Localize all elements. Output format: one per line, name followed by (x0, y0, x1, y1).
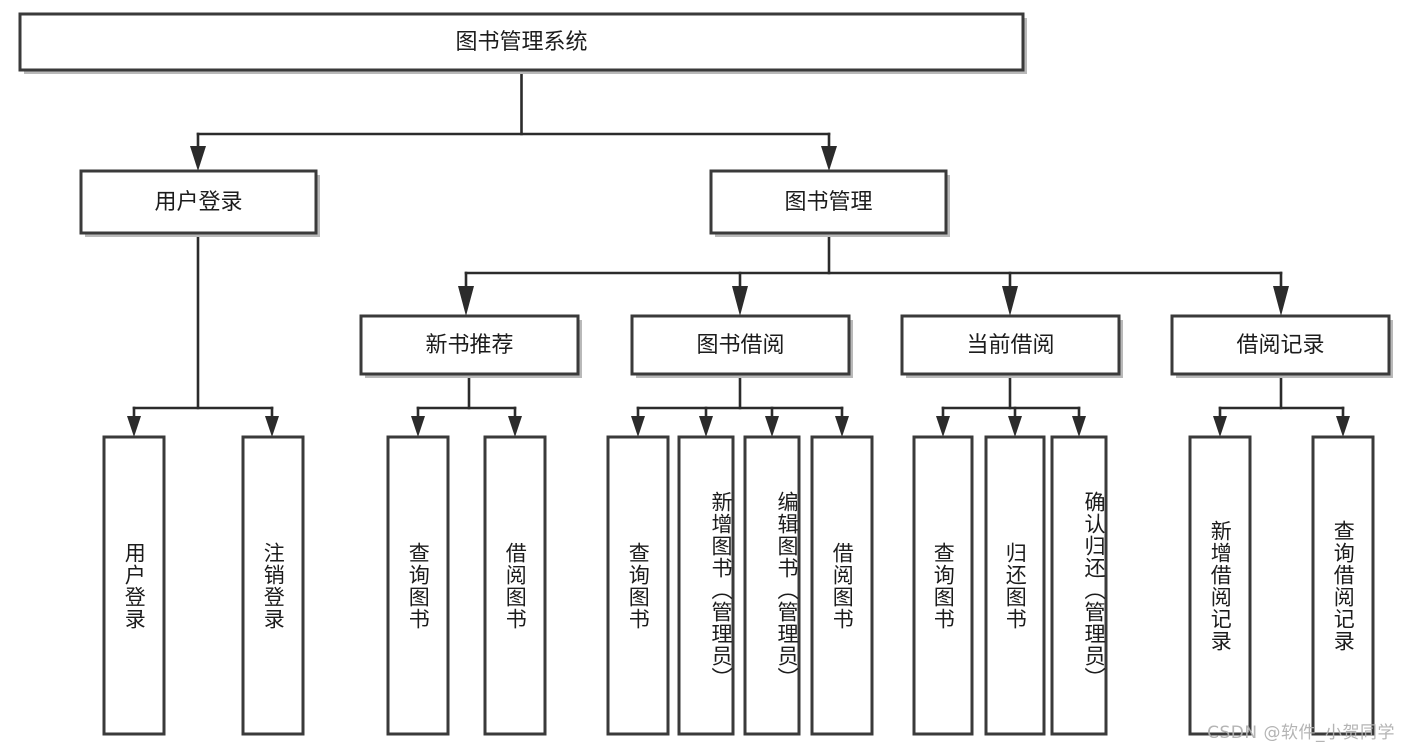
node-book-borrow[interactable]: 图书借阅 (630, 314, 853, 378)
arrow-head-leaf-query-book-recommend (411, 416, 425, 437)
arrow-head-leaf-return-book (1008, 416, 1022, 437)
leaf-rect-query-book-current[interactable] (912, 435, 974, 736)
node-book-management[interactable]: 图书管理 (709, 169, 950, 237)
node-borrow-record-rect (1170, 314, 1391, 376)
leaf-rect-add-borrow-record[interactable] (1188, 435, 1252, 736)
node-user-login[interactable]: 用户登录 (79, 169, 320, 237)
connector-group-current-borrow (936, 372, 1086, 437)
leaf-rect-confirm-return[interactable] (1050, 435, 1108, 736)
node-new-book-recommend[interactable]: 新书推荐 (359, 314, 582, 378)
node-book-borrow-rect (630, 314, 851, 376)
leaf-rect-edit-book[interactable] (743, 435, 801, 736)
arrow-head-leaf-confirm-return (1072, 416, 1086, 437)
node-new-book-recommend-label: 新书推荐 (425, 333, 513, 358)
arrow-head-leaf-borrow-book (835, 416, 849, 437)
leaf-rect-logout-login[interactable] (241, 435, 305, 736)
arrow-head-book-management (821, 146, 837, 171)
node-book-management-label: 图书管理 (784, 190, 872, 215)
connector-group-book-management (458, 231, 1289, 316)
arrow-head-new-book-recommend (458, 286, 474, 316)
leaf-rect-user-login[interactable] (102, 435, 166, 736)
arrow-head-current-borrow (1002, 286, 1018, 316)
node-current-borrow[interactable]: 当前借阅 (900, 314, 1123, 378)
leaf-rect-query-book-recommend[interactable] (386, 435, 450, 736)
node-new-book-recommend-rect (359, 314, 580, 376)
leaf-rect-borrow-book[interactable] (810, 435, 874, 736)
arrow-head-leaf-add-borrow-record (1213, 416, 1227, 437)
node-book-management-rect (709, 169, 948, 235)
watermark-text: CSDN @软件_小贺同学 (1207, 723, 1395, 743)
arrow-head-leaf-query-book-current (936, 416, 950, 437)
leaf-node-group (102, 435, 1375, 736)
node-book-borrow-label: 图书借阅 (696, 333, 784, 358)
arrow-head-borrow-record (1273, 286, 1289, 316)
node-current-borrow-rect (900, 314, 1121, 376)
arrow-head-leaf-borrow-book-recommend (508, 416, 522, 437)
arrow-head-leaf-query-borrow-record (1336, 416, 1350, 437)
node-borrow-record-label: 借阅记录 (1236, 333, 1324, 358)
arrow-head-leaf-logout-login (265, 416, 279, 437)
connector-group-root (190, 68, 837, 171)
leaf-rect-add-book[interactable] (677, 435, 735, 736)
leaf-rect-query-book-borrow[interactable] (606, 435, 670, 736)
connector-group-new-book-recommend (411, 372, 522, 437)
connector-group-borrow-record (1213, 372, 1350, 437)
connector-group-user-login (127, 231, 279, 437)
node-user-login-rect (79, 169, 318, 235)
node-root[interactable]: 图书管理系统 (18, 12, 1027, 74)
arrow-head-leaf-edit-book (765, 416, 779, 437)
node-borrow-record[interactable]: 借阅记录 (1170, 314, 1393, 378)
connector-group-book-borrow (631, 372, 849, 437)
leaf-rect-borrow-book-recommend[interactable] (483, 435, 547, 736)
arrow-head-leaf-query-book-borrow (631, 416, 645, 437)
leaf-rect-query-borrow-record[interactable] (1311, 435, 1375, 736)
node-root-rect (18, 12, 1025, 72)
arrow-head-user-login (190, 146, 206, 171)
node-user-login-label: 用户登录 (154, 190, 242, 215)
arrow-head-leaf-user-login (127, 416, 141, 437)
node-current-borrow-label: 当前借阅 (966, 333, 1054, 358)
arrow-head-leaf-add-book (699, 416, 713, 437)
arrow-head-book-borrow (732, 286, 748, 316)
node-root-label: 图书管理系统 (455, 30, 587, 55)
leaf-rect-return-book[interactable] (984, 435, 1046, 736)
